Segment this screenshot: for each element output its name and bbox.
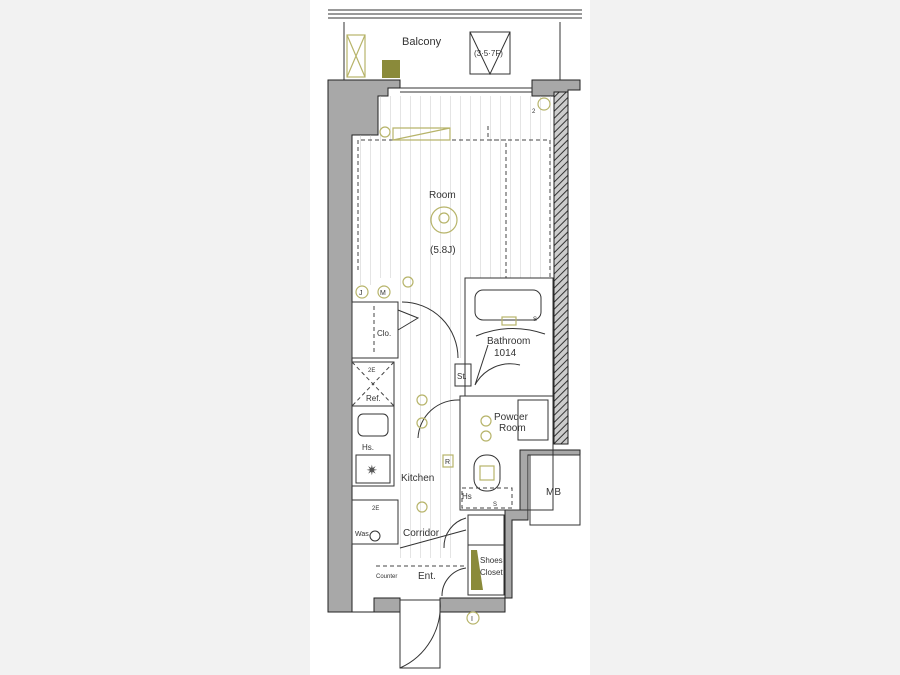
room-label: Room <box>429 190 456 201</box>
m-mark: M <box>380 290 386 297</box>
bathroom-door <box>474 344 521 386</box>
room-size: (5.8J) <box>430 245 456 256</box>
outlet-2e-ref: 2E <box>368 368 375 374</box>
balcony-note: (3·5·7F) <box>474 49 503 58</box>
powder-room <box>459 395 554 511</box>
kitchen-counter <box>351 405 395 487</box>
intercom-label: I <box>471 616 473 623</box>
shoes-closet-label-2: Closet <box>480 568 503 577</box>
counter-label: Counter <box>376 574 397 580</box>
entrance-wall-right <box>439 449 581 613</box>
s-toilet-label: S <box>493 502 497 508</box>
room-door-swing <box>401 301 459 359</box>
powder-room-label-1: Powder <box>494 412 529 423</box>
shoes-closet-label-1: Shoes <box>480 556 503 565</box>
outlet-2-label: 2 <box>532 109 536 115</box>
storage-label: St. <box>457 372 467 381</box>
powder-room-label-2: Room <box>499 423 526 434</box>
room-floor <box>378 96 554 278</box>
washer-label: Was. <box>355 531 371 538</box>
kitchen-label: Kitchen <box>401 473 434 484</box>
upper-cabinet <box>467 514 505 546</box>
bath-s-label: S <box>533 317 537 323</box>
balcony-label: Balcony <box>402 36 442 48</box>
washer-space <box>351 499 399 545</box>
entrance-inner-swing <box>441 567 467 597</box>
stove <box>355 454 391 484</box>
outlet-2e-was: 2E <box>372 506 379 512</box>
storage <box>454 363 472 387</box>
aircon-unit <box>392 127 451 141</box>
bathroom-label: Bathroom <box>487 336 530 347</box>
balcony-railing <box>328 9 582 80</box>
mb-label: MB <box>546 487 561 498</box>
meter-box <box>529 454 581 526</box>
shoes-closet <box>467 544 505 596</box>
j-mark: J <box>359 290 363 297</box>
corridor-label: Corridor <box>403 528 440 539</box>
hs-kitchen-label: Hs. <box>362 443 374 452</box>
closet-label: Clo. <box>377 329 391 338</box>
bathtub <box>474 289 542 321</box>
burner-icon: ✷ <box>366 462 378 478</box>
r-mark: R <box>445 459 450 466</box>
corridor-step <box>399 529 467 549</box>
toilet <box>473 454 501 492</box>
ceiling-light-icon <box>430 206 458 234</box>
powder-door-swing <box>417 399 461 439</box>
outdoor-unit <box>346 34 366 78</box>
party-wall <box>553 91 569 445</box>
sink <box>357 413 389 437</box>
washbasin <box>517 399 549 441</box>
entrance-label: Ent. <box>418 571 436 582</box>
entrance-door[interactable] <box>399 599 441 669</box>
hs-toilet-label: Hs <box>462 492 472 501</box>
bathroom-size: 1014 <box>494 348 517 359</box>
kitchen-floor <box>400 358 460 558</box>
intercom-icon <box>466 611 480 625</box>
shoes-door-swing <box>443 517 467 549</box>
drain-icon <box>382 60 400 78</box>
ref-label: Ref. <box>366 394 381 403</box>
